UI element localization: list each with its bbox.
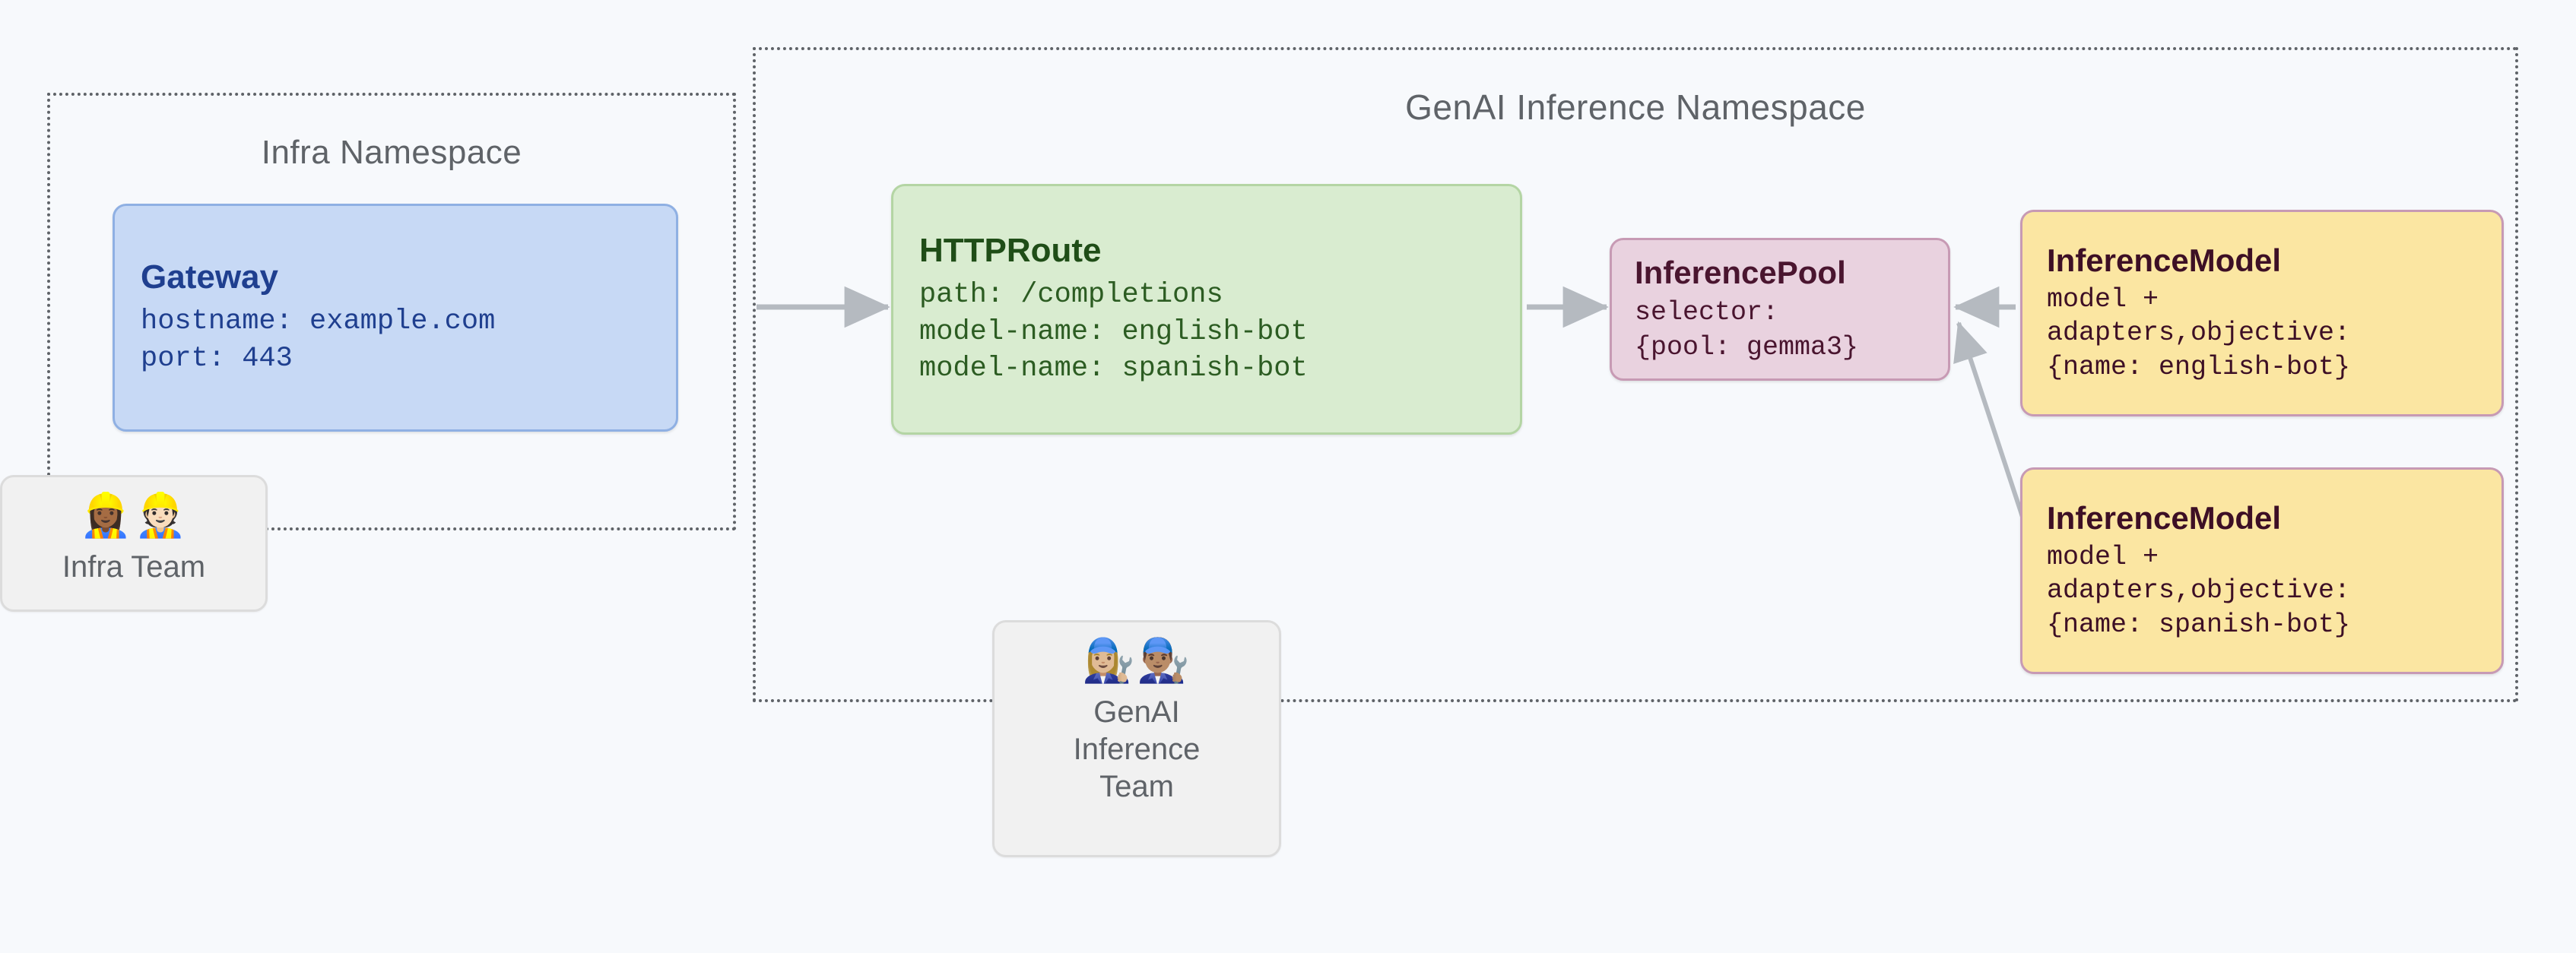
namespace-infra-title: Infra Namespace	[261, 134, 522, 171]
team-genai-label-line-3: Team	[1099, 769, 1174, 803]
team-genai-label-line-1: GenAI	[1093, 695, 1180, 729]
gateway-kind-label: Gateway	[141, 258, 278, 296]
team-genai-label: GenAI Inference Team	[1074, 694, 1201, 805]
inferencemodel-english-field-adapters: adapters,objective:	[2047, 318, 2351, 349]
team-genai-label-line-2: Inference	[1073, 732, 1201, 766]
namespace-genai-inference: GenAI Inference Namespace	[753, 47, 2518, 702]
resource-card-inferencepool[interactable]: InferencePool selector: {pool: gemma3}	[1610, 238, 1950, 381]
namespace-infra: Infra Namespace	[47, 93, 736, 530]
resource-card-inferencemodel-spanish[interactable]: InferenceModel model + adapters,objectiv…	[2020, 467, 2504, 674]
httproute-field-model-name-spanish: model-name: spanish-bot	[919, 353, 1308, 385]
inferencemodel-english-field-name: {name: english-bot}	[2047, 352, 2351, 383]
inferencepool-field-selector: selector:	[1635, 296, 1779, 328]
inferencemodel-spanish-field-adapters: adapters,objective:	[2047, 575, 2351, 606]
inferencemodel-spanish-field-name: {name: spanish-bot}	[2047, 609, 2351, 641]
httproute-field-model-name-english: model-name: english-bot	[919, 315, 1308, 348]
resource-card-gateway[interactable]: Gateway hostname: example.com port: 443	[113, 204, 678, 432]
team-badge-infra[interactable]: 👷🏾‍♀️👷🏻 Infra Team	[0, 475, 268, 612]
mechanic-icons: 👩🏼‍🔧👨🏽‍🔧	[1082, 636, 1191, 684]
namespace-genai-inference-title: GenAI Inference Namespace	[1405, 87, 1866, 127]
resource-card-httproute[interactable]: HTTPRoute path: /completions model-name:…	[891, 184, 1522, 435]
gateway-field-hostname: hostname: example.com	[141, 306, 496, 338]
inferencemodel-spanish-kind-label: InferenceModel	[2047, 500, 2282, 537]
inferencemodel-spanish-field-model: model +	[2047, 541, 2159, 572]
httproute-kind-label: HTTPRoute	[919, 231, 1102, 269]
inferencemodel-english-kind-label: InferenceModel	[2047, 242, 2282, 279]
httproute-field-path: path: /completions	[919, 278, 1223, 311]
resource-card-inferencemodel-english[interactable]: InferenceModel model + adapters,objectiv…	[2020, 210, 2504, 416]
construction-worker-icons: 👷🏾‍♀️👷🏻	[79, 491, 189, 539]
inferencemodel-english-field-model: model +	[2047, 283, 2159, 315]
team-badge-genai-inference[interactable]: 👩🏼‍🔧👨🏽‍🔧 GenAI Inference Team	[992, 620, 1281, 857]
inferencepool-kind-label: InferencePool	[1635, 255, 1846, 291]
gateway-field-port: port: 443	[141, 342, 293, 375]
team-infra-label: Infra Team	[62, 550, 206, 584]
inferencepool-field-selector-value: {pool: gemma3}	[1635, 331, 1859, 363]
